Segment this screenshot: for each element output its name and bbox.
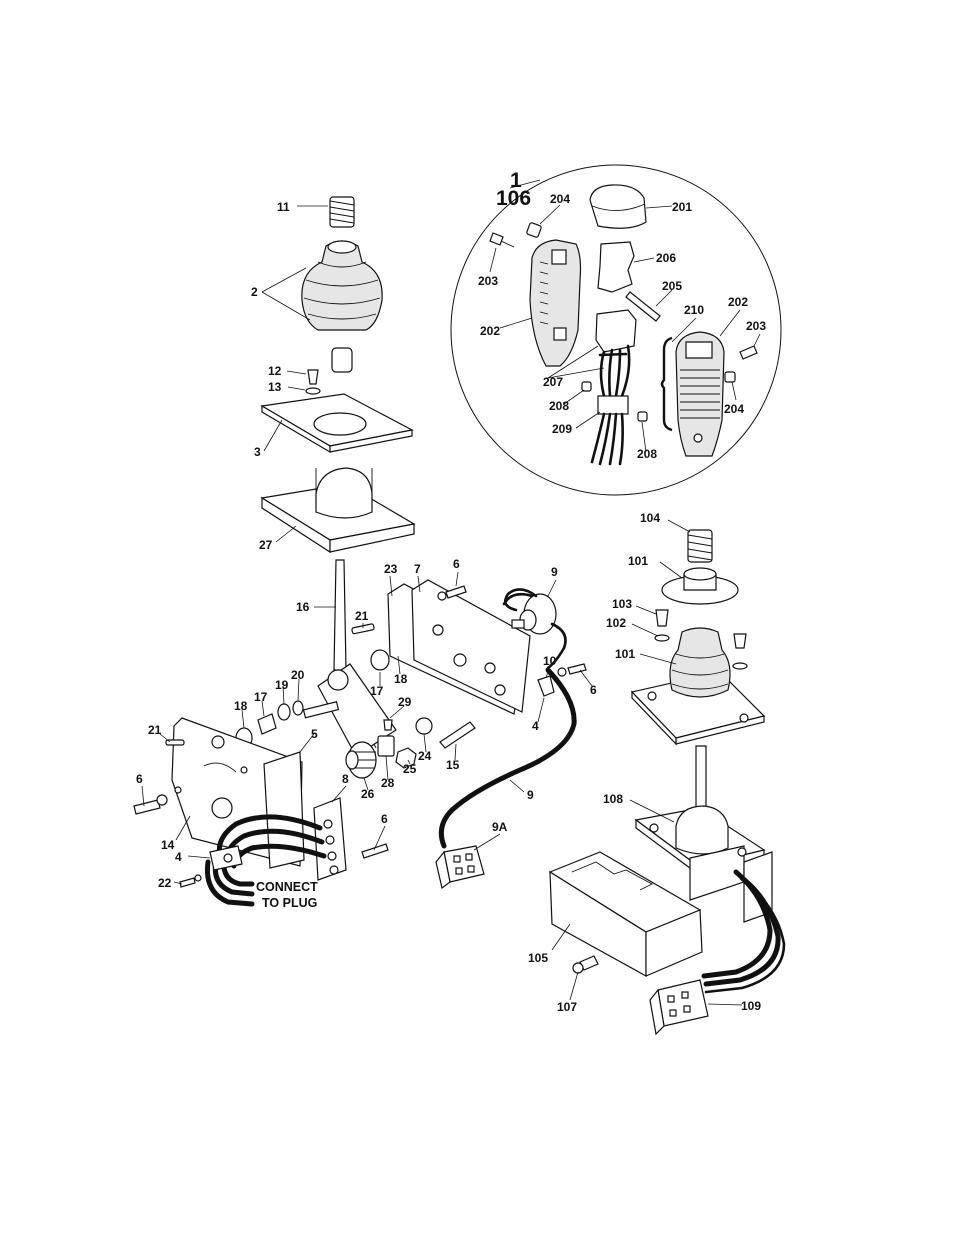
label-22: 22 [158,876,172,890]
label-24: 24 [418,749,432,763]
spring-11 [330,197,354,227]
label-10: 10 [543,654,557,668]
connect-to-plug-line2: TO PLUG [262,896,317,910]
connector-9A [436,846,484,888]
label-107: 107 [557,1000,577,1014]
label-201: 201 [672,200,692,214]
label-208a: 208 [549,399,569,413]
label-8: 8 [342,772,349,786]
label-101b: 101 [615,647,635,661]
label-6b: 6 [590,683,597,697]
label-9A: 9A [492,820,508,834]
label-21a: 21 [355,609,369,623]
label-108: 108 [603,792,623,806]
label-205: 205 [662,279,682,293]
label-203b: 203 [746,319,766,333]
label-204b: 204 [724,402,744,416]
label-19: 19 [275,678,289,692]
label-27: 27 [259,538,273,552]
label-23: 23 [384,562,398,576]
label-4b: 4 [175,850,182,864]
label-17b: 17 [370,684,384,698]
label-6c: 6 [381,812,388,826]
gear-26 [346,742,376,778]
label-28: 28 [381,776,395,790]
boot-2 [302,241,382,372]
label-209: 209 [552,422,572,436]
label-9a: 9 [551,565,558,579]
label-15: 15 [446,758,460,772]
label-21b: 21 [148,723,162,737]
label-208b: 208 [637,447,657,461]
label-29: 29 [398,695,412,709]
label-25: 25 [403,762,417,776]
label-14: 14 [161,838,175,852]
label-13: 13 [268,380,282,394]
label-203a: 203 [478,274,498,288]
label-6d: 6 [136,772,143,786]
label-102: 102 [606,616,626,630]
label-18a: 18 [234,699,248,713]
label-204a: 204 [550,192,570,206]
label-2: 2 [251,285,258,299]
label-5: 5 [311,727,318,741]
label-18b: 18 [394,672,408,686]
label-4a: 4 [532,719,539,733]
label-210: 210 [684,303,704,317]
label-11: 11 [277,200,290,214]
label-206: 206 [656,251,676,265]
label-103: 103 [612,597,632,611]
label-7: 7 [414,562,421,576]
label-3: 3 [254,445,261,459]
label-202b: 202 [728,295,748,309]
label-9b: 9 [527,788,534,802]
label-104: 104 [640,511,660,525]
side-plates-23-7 [388,580,530,714]
label-101a: 101 [628,554,648,568]
label-207: 207 [543,375,563,389]
label-20: 20 [291,668,305,682]
base-27 [262,468,414,552]
label-26: 26 [361,787,375,801]
plate-3 [262,394,412,452]
label-109: 109 [741,999,761,1013]
right-joystick-assembly [550,530,784,1034]
label-202a: 202 [480,324,500,338]
detail-callout-line2: 106 [496,187,531,210]
label-6a: 6 [453,557,460,571]
label-105: 105 [528,951,548,965]
connect-to-plug-line1: CONNECT [256,880,318,894]
label-16: 16 [296,600,310,614]
label-12: 12 [268,364,282,378]
label-17a: 17 [254,690,268,704]
